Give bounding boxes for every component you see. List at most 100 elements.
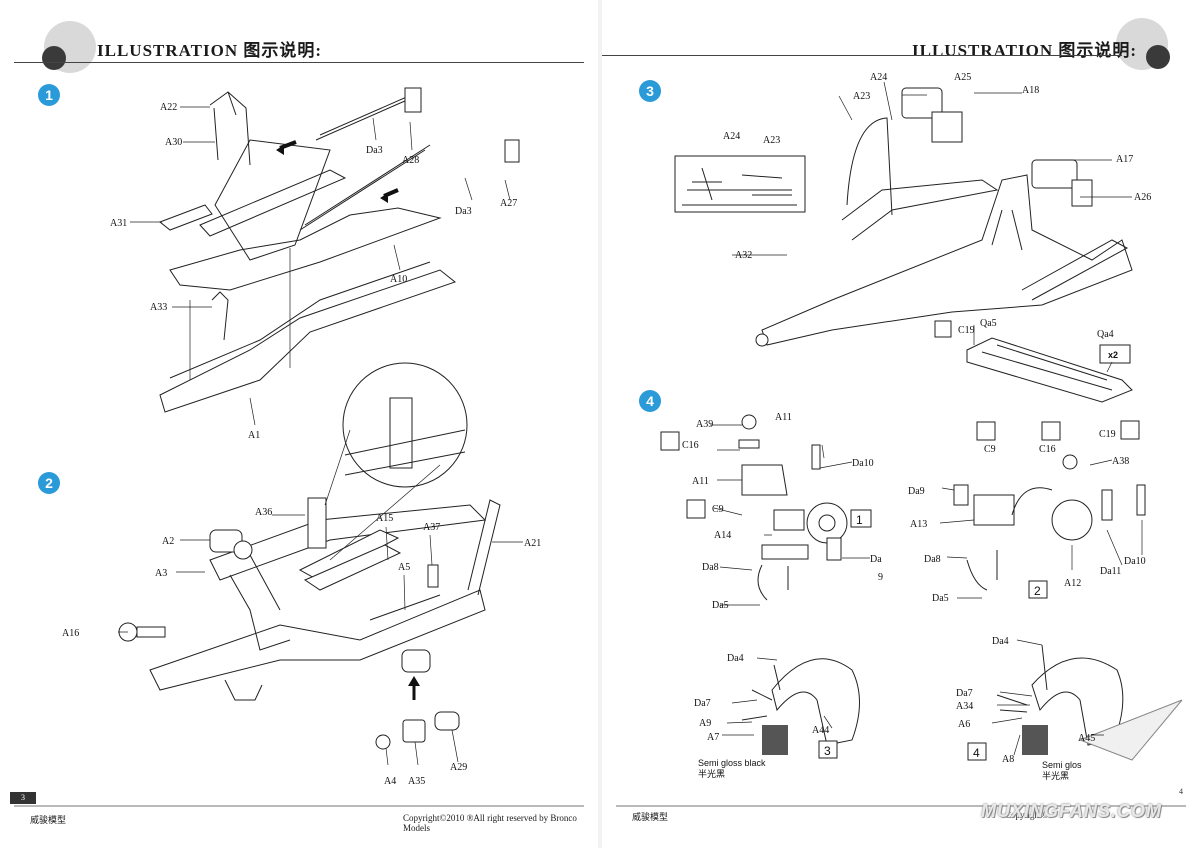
label-a39: A39 [696, 419, 713, 430]
watermark-plane [1078, 699, 1183, 761]
paint-note-1-en: Semi gloss black [698, 758, 766, 768]
label-c9-r: C9 [984, 444, 996, 455]
label-a29: A29 [450, 762, 467, 773]
label-a12: A12 [1064, 578, 1081, 589]
label-a28: A28 [402, 155, 419, 166]
label-a13: A13 [910, 519, 927, 530]
label-a11: A11 [692, 476, 709, 487]
page-number-left: 3 [10, 792, 36, 804]
label-da8: Da8 [702, 562, 719, 573]
label-x2: x2 [1108, 350, 1118, 360]
step-4-badge: 4 [639, 390, 661, 412]
substep-1-num: 1 [856, 513, 863, 527]
label-da7: Da7 [694, 698, 711, 709]
label-c19-b: C19 [1099, 429, 1116, 440]
label-a16: A16 [62, 628, 79, 639]
step3-drawing [674, 81, 1140, 440]
substep-box-1 [850, 509, 872, 528]
step3-inset-frame [674, 155, 806, 213]
paint-note-1-cn: 半光黑 [698, 768, 725, 779]
label-a18: A18 [1022, 85, 1039, 96]
label-a24: A24 [870, 72, 887, 83]
label-a1: A1 [248, 430, 260, 441]
label-c19-a: C19 [958, 325, 975, 336]
left-page-labels: A22 A30 Da3 A28 Da3 A27 A31 A10 A33 A1 A… [62, 102, 541, 787]
paint-swatch-2 [1022, 725, 1048, 755]
label-a2: A2 [162, 536, 174, 547]
label-c16-r: C16 [1039, 444, 1056, 455]
right-page-labels: A24 A25 A23 A18 A24 A23 A17 A26 A32 C19 … [682, 72, 1151, 781]
right-page: ILLUSTRATION 图示说明: 3 4 A24 A25 A23 A18 A… [602, 0, 1200, 848]
header-rule-right [602, 55, 1122, 56]
step2-drawing [118, 362, 523, 766]
step4-drawing [660, 414, 1183, 761]
label-da3-b: Da3 [455, 206, 472, 217]
label-a25: A25 [954, 72, 971, 83]
label-a23: A23 [853, 91, 870, 102]
label-a9: A9 [699, 718, 711, 729]
label-a21: A21 [524, 538, 541, 549]
header-disc-dark [42, 46, 66, 70]
step-1-badge: 1 [38, 84, 60, 106]
left-page-drawing [14, 21, 584, 807]
substep-3-num: 3 [824, 744, 831, 758]
paint-swatch-1 [762, 725, 788, 755]
label-a44: A44 [812, 725, 829, 736]
label-a4: A4 [384, 776, 396, 787]
label-a7: A7 [707, 732, 719, 743]
label-da5-r: Da5 [932, 593, 949, 604]
step-3-badge: 3 [639, 80, 661, 102]
label-a15: A15 [376, 513, 393, 524]
substep-box-4 [967, 742, 987, 761]
step1-drawing [130, 87, 520, 426]
label-qa4: Qa4 [1097, 329, 1114, 340]
substep-box-3 [818, 740, 838, 759]
label-da7-r: Da7 [956, 688, 973, 699]
paint-note-2-en: Semi glos [1042, 760, 1082, 770]
label-da10-r: Da10 [1124, 556, 1146, 567]
label-a23-inset: A23 [763, 135, 780, 146]
label-da9-a: Da [870, 554, 882, 565]
footer-copyright-right: Copyright© [1005, 810, 1049, 820]
label-a36: A36 [255, 507, 272, 518]
label-da11: Da11 [1100, 566, 1121, 577]
label-da9-r: Da9 [908, 486, 925, 497]
label-a26: A26 [1134, 192, 1151, 203]
right-page-drawing [616, 18, 1186, 807]
label-da3-a: Da3 [366, 145, 383, 156]
label-a24-inset: A24 [723, 131, 740, 142]
label-qa5: Qa5 [980, 318, 997, 329]
label-a6: A6 [958, 719, 970, 730]
label-a5: A5 [398, 562, 410, 573]
label-da9-b: 9 [878, 572, 883, 583]
substep-4-num: 4 [973, 746, 980, 760]
label-c16: C16 [682, 440, 699, 451]
footer-brand-left: 威骏模型 [30, 815, 67, 825]
label-a8: A8 [1002, 754, 1014, 765]
label-a32: A32 [735, 250, 752, 261]
header-title: ILLUSTRATION 图示说明: [97, 41, 323, 60]
footer-copyright: Copyright©2010 ®All right reserved by Br… [403, 813, 577, 833]
page-gutter [598, 0, 602, 848]
paint-note-2-cn: 半光黑 [1042, 770, 1069, 781]
page-number-right: 4 [1179, 787, 1183, 796]
label-a33: A33 [150, 302, 167, 313]
footer-brand-right: 威骏模型 [632, 812, 669, 822]
step-2-badge: 2 [38, 472, 60, 494]
substep-2-num: 2 [1034, 584, 1041, 598]
label-da8-r: Da8 [924, 554, 941, 565]
label-da4: Da4 [727, 653, 744, 664]
label-a22: A22 [160, 102, 177, 113]
label-da5: Da5 [712, 600, 729, 611]
label-a31: A31 [110, 218, 127, 229]
label-a35: A35 [408, 776, 425, 787]
header-disc-dark-right [1146, 45, 1170, 69]
label-a38: A38 [1112, 456, 1129, 467]
label-a27: A27 [500, 198, 517, 209]
left-page: ILLUSTRATION 图示说明: 1 2 A22 A30 Da3 A28 D… [0, 0, 598, 848]
header-rule [14, 62, 584, 63]
label-a14: A14 [714, 530, 731, 541]
label-a45: A45 [1078, 733, 1095, 744]
label-da10: Da10 [852, 458, 874, 469]
label-a37: A37 [423, 522, 440, 533]
